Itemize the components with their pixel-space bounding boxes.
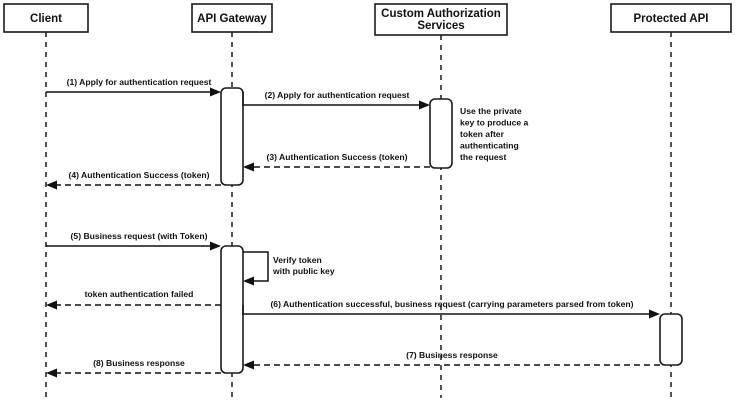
activation-custom-authorization-services [429, 98, 453, 169]
note-private-key-line-2: key to produce a [460, 118, 529, 128]
activation-api-gateway-business [220, 245, 244, 374]
message-2[interactable]: (2) Apply for authentication request [242, 90, 430, 110]
note-private-key-line-4: authenticating [460, 141, 519, 151]
message-5[interactable]: (5) Business request (with Token) [46, 231, 221, 251]
actor-box-client[interactable] [3, 3, 89, 33]
message-7-arrowhead [243, 360, 254, 370]
message-5-arrowhead [210, 241, 221, 251]
message-8[interactable]: (8) Business response [46, 358, 221, 378]
message-2-arrowhead [419, 100, 430, 110]
activation-protected-api [659, 313, 683, 366]
message-4-arrowhead [46, 180, 57, 190]
note-private-key-line-5: the request [460, 152, 506, 162]
actor-label-api-gateway: API Gateway [197, 13, 267, 25]
message-3[interactable]: (3) Authentication Success (token) [243, 152, 430, 172]
actor-label-client: Client [30, 13, 62, 25]
message-token-authentication-failed-arrowhead [46, 300, 57, 310]
message-2-line [242, 92, 423, 106]
message-8-arrowhead [46, 368, 57, 378]
message-token-authentication-failed[interactable]: token authentication failed [46, 289, 221, 310]
actor-header-protected-api[interactable]: Protected API [610, 3, 732, 33]
message-1-arrowhead [210, 87, 221, 97]
message-token-authentication-failed-label: token authentication failed [85, 289, 194, 299]
message-7[interactable]: (7) Business response [243, 350, 660, 370]
message-3-label: (3) Authentication Success (token) [266, 152, 407, 162]
self-message-verify-token-label-line1: Verify token [273, 255, 322, 265]
actor-label-custom-authorization-services-line2: Services [417, 20, 464, 32]
message-6[interactable]: (6) Authentication successful, business … [242, 299, 660, 319]
message-6-line [242, 305, 653, 315]
actor-box-protected-api[interactable] [610, 3, 732, 33]
activation-bars [220, 87, 683, 374]
actor-headers: Client API Gateway Custom Authorization … [3, 3, 732, 36]
message-2-label: (2) Apply for authentication request [265, 90, 410, 100]
message-4[interactable]: (4) Authentication Success (token) [46, 170, 221, 190]
self-message-verify-token-label-line2: with public key [272, 266, 335, 276]
message-1[interactable]: (1) Apply for authentication request [46, 77, 221, 97]
message-8-label: (8) Business response [93, 358, 185, 368]
note-private-key: Use the private key to produce a token a… [460, 106, 529, 162]
actor-header-client[interactable]: Client [3, 3, 89, 33]
activation-api-gateway-auth [220, 87, 244, 186]
self-message-verify-token[interactable]: Verify token with public key [243, 251, 335, 286]
message-4-label: (4) Authentication Success (token) [68, 170, 209, 180]
message-6-arrowhead [649, 309, 660, 319]
actor-header-api-gateway[interactable]: API Gateway [191, 3, 273, 33]
self-message-verify-token-arrowhead [243, 276, 254, 286]
self-message-verify-token-line [243, 251, 269, 282]
message-7-label: (7) Business response [406, 350, 498, 360]
message-1-label: (1) Apply for authentication request [67, 77, 212, 87]
note-private-key-line-1: Use the private [460, 106, 522, 116]
message-6-label: (6) Authentication successful, business … [270, 299, 633, 309]
actor-label-custom-authorization-services-line1: Custom Authorization [381, 8, 501, 20]
message-5-label: (5) Business request (with Token) [71, 231, 208, 241]
note-private-key-line-3: token after [460, 129, 505, 139]
actor-header-custom-authorization-services[interactable]: Custom Authorization Services [374, 3, 508, 36]
message-3-arrowhead [243, 162, 254, 172]
actor-label-protected-api: Protected API [634, 13, 709, 25]
